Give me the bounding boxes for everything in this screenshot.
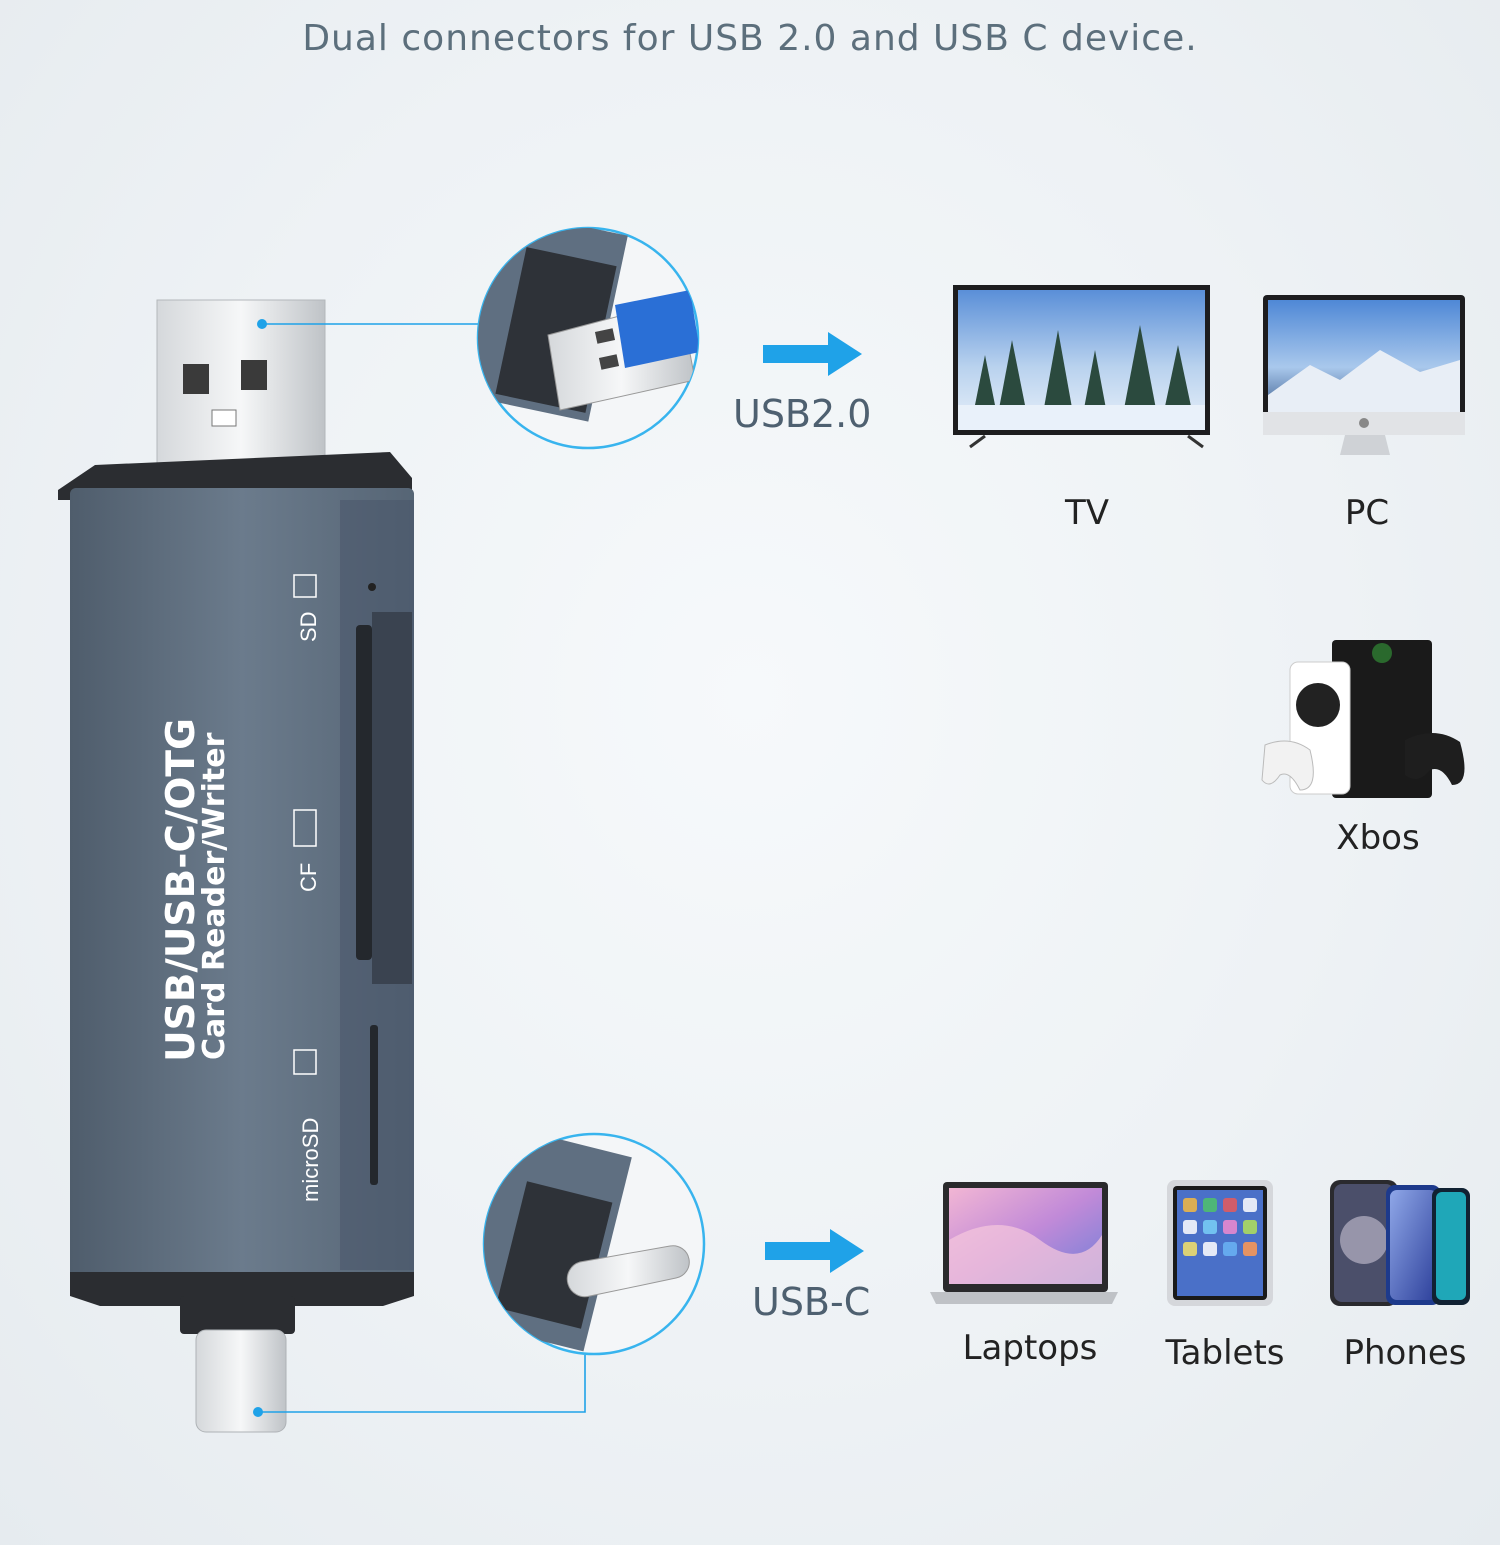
slot-label-cf: CF xyxy=(296,863,321,892)
reader-title-line1: USB/USB-C/OTG xyxy=(159,718,204,1062)
microsd-slot xyxy=(370,1025,378,1185)
xbox-console-icon xyxy=(1261,640,1465,798)
reader-title-line2: Card Reader/Writer xyxy=(197,732,232,1060)
card-reader xyxy=(58,299,414,1433)
reader-title-group: USB/USB-C/OTG Card Reader/Writer xyxy=(159,718,232,1062)
usb-c-plug xyxy=(195,1329,287,1433)
usb-a-zoom-callout xyxy=(476,226,700,450)
page-headline: Dual connectors for USB 2.0 and USB C de… xyxy=(302,18,1198,59)
arrow-right-icon-usb-a xyxy=(763,332,862,376)
tablet-icon xyxy=(1167,1180,1273,1306)
cf-insert-icon xyxy=(293,809,317,847)
device-label-tablets: Tablets xyxy=(1165,1333,1285,1373)
microsd-insert-icon xyxy=(293,1049,317,1075)
callout-lines xyxy=(258,323,586,1413)
laptop-icon xyxy=(930,1182,1118,1304)
device-label-pc: PC xyxy=(1344,493,1390,533)
device-label-laptops: Laptops xyxy=(962,1328,1098,1368)
arrow-right-icon-usb-c xyxy=(765,1229,864,1273)
sd-insert-icon xyxy=(293,574,317,598)
device-label-tv: TV xyxy=(1064,493,1110,533)
device-label-xbox: Xbos xyxy=(1336,818,1420,858)
usb-c-zoom-callout xyxy=(482,1132,706,1356)
pc-icon xyxy=(1263,295,1465,455)
device-label-phones: Phones xyxy=(1343,1333,1467,1373)
arrows xyxy=(763,332,864,1273)
tv-icon xyxy=(953,285,1210,449)
sd-slot xyxy=(356,625,372,960)
phones-icon xyxy=(1330,1180,1470,1306)
slot-label-sd: SD xyxy=(296,611,321,642)
reader-housing xyxy=(70,488,414,1278)
usb-a-connector-label: USB2.0 xyxy=(733,392,872,436)
slot-label-microsd: microSD xyxy=(298,1118,323,1202)
usb-c-connector-label: USB-C xyxy=(752,1280,871,1324)
